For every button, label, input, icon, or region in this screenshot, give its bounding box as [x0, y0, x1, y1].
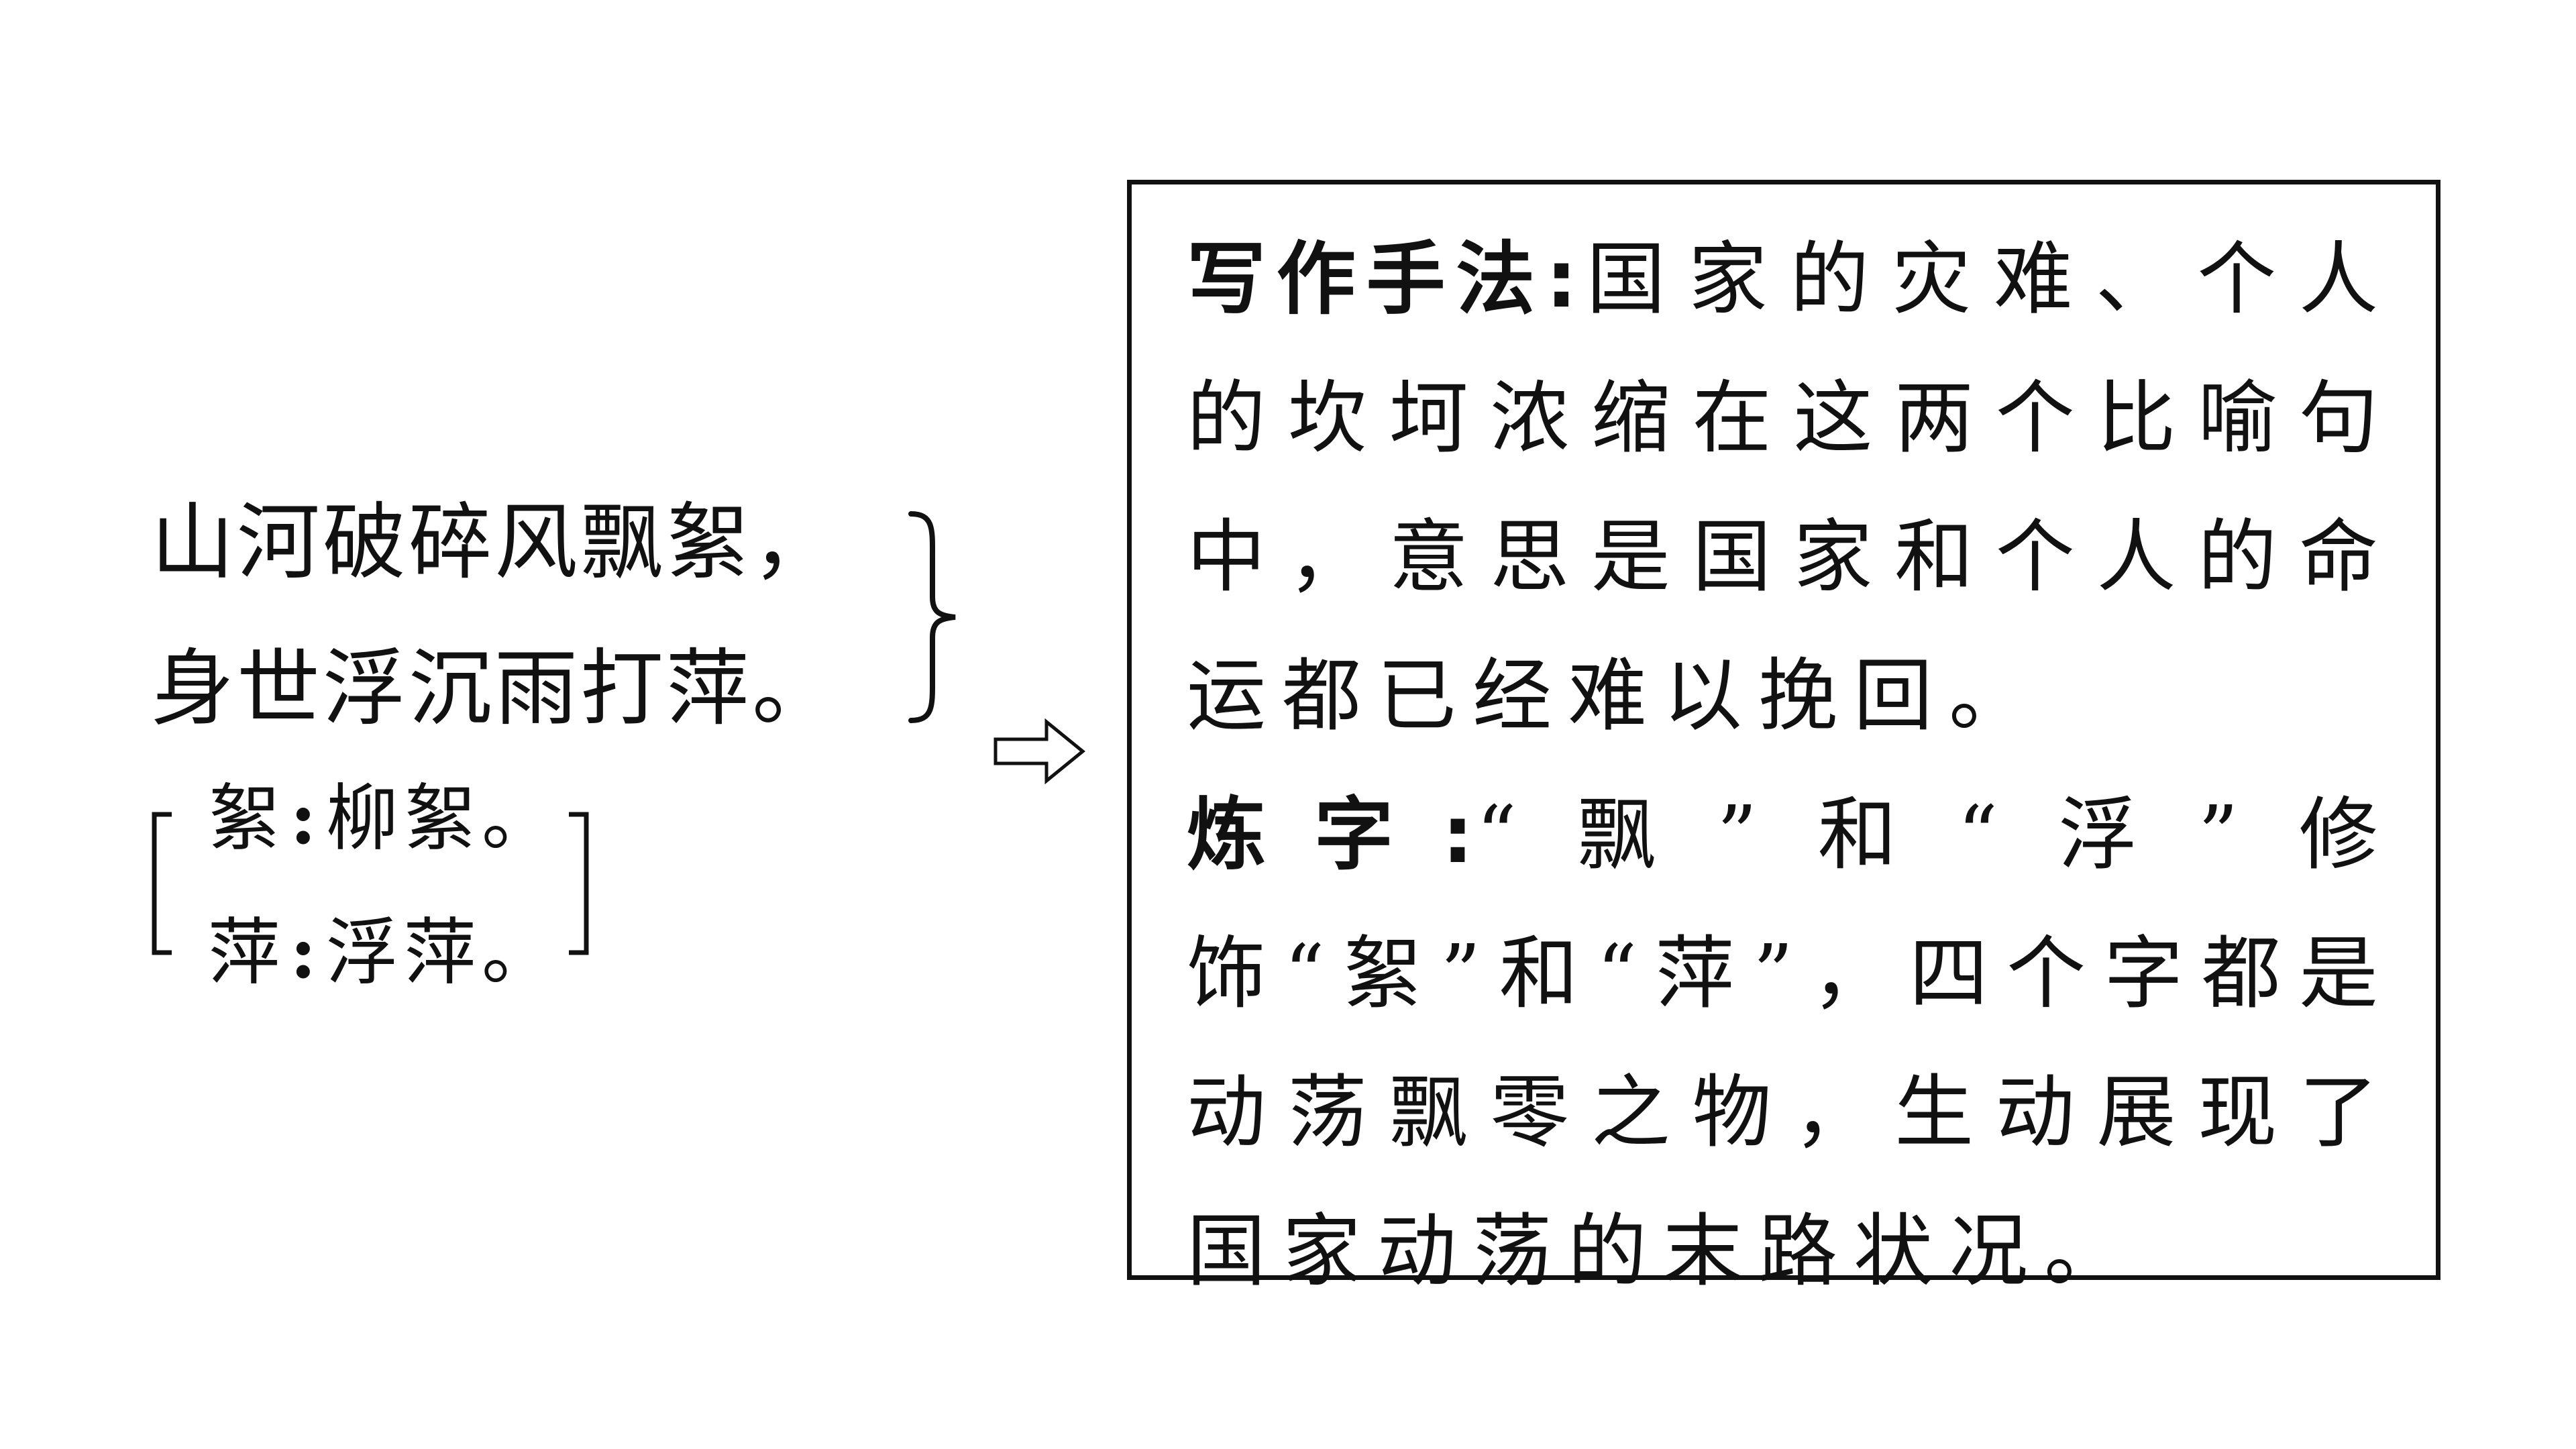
technique-label: 写作手法 — [1187, 233, 1546, 325]
right-curly-brace-icon — [908, 511, 956, 723]
note-item: 絮:柳絮。 — [208, 771, 559, 866]
left-square-bracket-icon — [152, 812, 172, 955]
word-refinement-text: “飘”和“浮”修饰“絮”和“萍”，四个字都是动荡飘零之物，生动展现了国家动荡的末… — [1187, 788, 2394, 1297]
note-term: 萍 — [208, 911, 286, 995]
word-refinement-label: 炼字 — [1187, 788, 1442, 881]
technique-text: 国家的灾难、个人的坎坷浓缩在这两个比喻句中，意思是国家和个人的命运都已经难以挽回… — [1187, 233, 2394, 742]
technique-section: 写作手法:国家的灾难、个人的坎坷浓缩在这两个比喻句中，意思是国家和个人的命运都已… — [1187, 210, 2394, 765]
poem-line-1: 山河破碎风飘絮， — [151, 494, 839, 591]
note-meaning: 柳絮。 — [325, 777, 559, 861]
note-term: 絮 — [208, 777, 286, 861]
word-refinement-colon: : — [1442, 788, 1477, 881]
note-item: 萍:浮萍。 — [208, 906, 559, 1000]
technique-colon: : — [1545, 233, 1580, 325]
right-square-bracket-icon — [569, 812, 589, 955]
note-colon: : — [290, 776, 322, 861]
word-notes: 絮:柳絮。 萍:浮萍。 — [149, 771, 619, 1000]
analysis-text: 写作手法:国家的灾难、个人的坎坷浓缩在这两个比喻句中，意思是国家和个人的命运都已… — [1187, 210, 2394, 1321]
right-arrow-icon — [994, 718, 1085, 785]
note-colon: : — [290, 910, 322, 995]
note-meaning: 浮萍。 — [325, 911, 559, 995]
analysis-box: 写作手法:国家的灾难、个人的坎坷浓缩在这两个比喻句中，意思是国家和个人的命运都已… — [1127, 180, 2440, 1297]
poem-line-2: 身世浮沉雨打萍。 — [151, 641, 839, 737]
poem-lines: 山河破碎风飘絮， 身世浮沉雨打萍。 — [151, 470, 916, 762]
word-refinement-section: 炼字:“飘”和“浮”修饰“絮”和“萍”，四个字都是动荡飘零之物，生动展现了国家动… — [1187, 765, 2394, 1321]
